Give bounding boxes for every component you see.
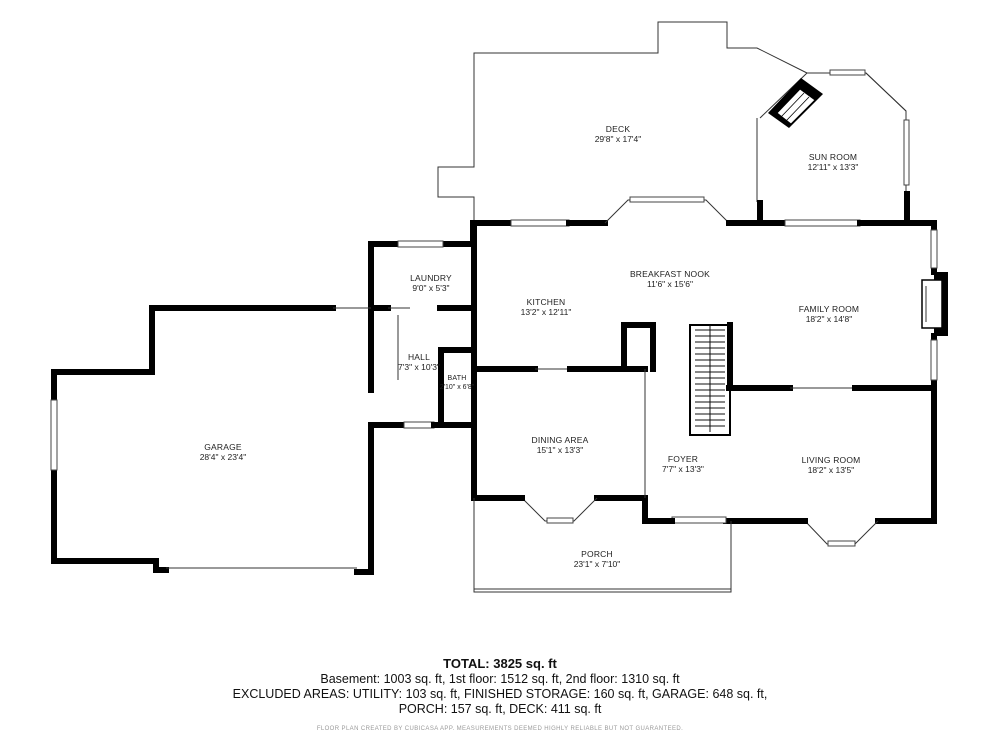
family-room-name: FAMILY ROOM xyxy=(799,304,859,314)
sun-room-fireplace xyxy=(768,78,823,128)
laundry-name: LAUNDRY xyxy=(410,273,452,283)
deck-name: DECK xyxy=(606,124,631,134)
area-summary: TOTAL: 3825 sq. ft Basement: 1003 sq. ft… xyxy=(0,656,1000,717)
bath-dims: 2'10" x 6'8" xyxy=(440,384,475,391)
kitchen-dims: 13'2" x 12'11" xyxy=(521,307,572,317)
garage-dims: 28'4" x 23'4" xyxy=(200,452,247,462)
porch-dims: 23'1" x 7'10" xyxy=(574,559,621,569)
floor-plan-drawing: DECK 29'8" x 17'4" SUN ROOM 12'11" x 13'… xyxy=(50,21,948,593)
laundry-dims: 9'0" x 5'3" xyxy=(412,283,449,293)
sun-room-walls xyxy=(757,69,910,223)
excluded-areas-line-2: PORCH: 157 sq. ft, DECK: 411 sq. ft xyxy=(398,702,602,716)
sun-room-name: SUN ROOM xyxy=(809,152,857,162)
main-house-walls xyxy=(368,196,948,547)
porch-name: PORCH xyxy=(581,549,613,559)
living-room-dims: 18'2" x 13'5" xyxy=(808,465,855,475)
laundry-hall-bath-walls xyxy=(354,240,477,575)
hall-name: HALL xyxy=(408,352,430,362)
interior-walls xyxy=(471,322,937,498)
total-area: TOTAL: 3825 sq. ft xyxy=(443,656,557,671)
dining-area-name: DINING AREA xyxy=(532,435,589,445)
sun-room-dims: 12'11" x 13'3" xyxy=(808,162,859,172)
garage-name: GARAGE xyxy=(204,442,242,452)
garage-walls xyxy=(50,305,371,573)
porch-outline xyxy=(473,498,732,593)
deck-outline xyxy=(437,21,808,220)
hall-dims: 7'3" x 10'3" xyxy=(398,362,440,372)
room-labels: DECK 29'8" x 17'4" SUN ROOM 12'11" x 13'… xyxy=(200,124,861,569)
excluded-areas-line-1: EXCLUDED AREAS: UTILITY: 103 sq. ft, FIN… xyxy=(232,687,768,701)
staircase xyxy=(689,322,733,436)
bath-name: BATH xyxy=(448,375,467,382)
kitchen-name: KITCHEN xyxy=(527,297,566,307)
foyer-dims: 7'7" x 13'3" xyxy=(662,464,704,474)
deck-dims: 29'8" x 17'4" xyxy=(595,134,642,144)
breakfast-nook-dims: 11'6" x 15'6" xyxy=(647,279,693,289)
credit-note: FLOOR PLAN CREATED BY CUBICASA APP. MEAS… xyxy=(316,726,684,732)
family-room-dims: 18'2" x 14'8" xyxy=(806,314,853,324)
breakfast-nook-name: BREAKFAST NOOK xyxy=(630,269,710,279)
floor-areas: Basement: 1003 sq. ft, 1st floor: 1512 s… xyxy=(320,672,680,686)
foyer-name: FOYER xyxy=(668,454,698,464)
dining-area-dims: 15'1" x 13'3" xyxy=(537,445,584,455)
living-room-name: LIVING ROOM xyxy=(802,455,861,465)
